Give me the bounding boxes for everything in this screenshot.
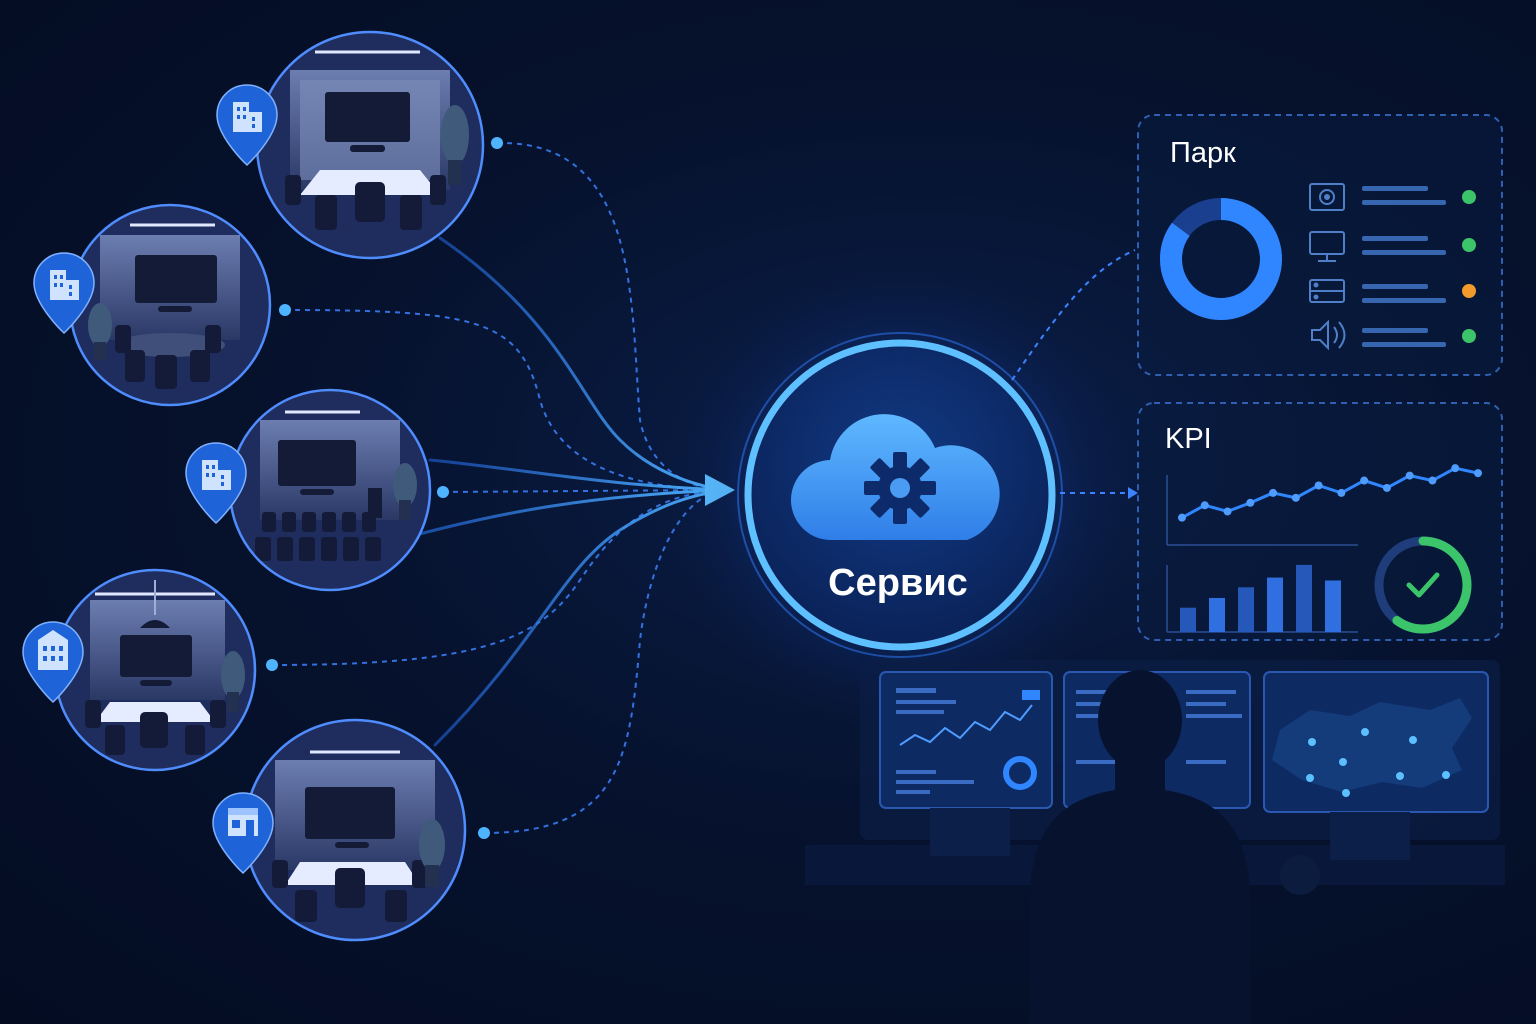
kpi-line-point [1474, 469, 1482, 478]
kpi-bar [1325, 580, 1341, 632]
connector-dots [266, 137, 503, 839]
cloud-gear-icon [790, 414, 1000, 541]
meeting-room-2 [68, 203, 272, 407]
kpi-line-point [1269, 488, 1278, 497]
kpi-line-point [1451, 464, 1460, 473]
kpi-line-point [1223, 507, 1232, 516]
kpi-bar [1267, 577, 1283, 632]
device-info-bars [1362, 186, 1446, 347]
kpi-line-point [1428, 476, 1437, 485]
analytics-screen [879, 671, 1053, 809]
kpi-line-point [1360, 476, 1369, 485]
speaker-icon [1311, 319, 1346, 351]
map-screen [1263, 671, 1489, 813]
service-label: Сервис [828, 562, 968, 604]
store-front-icon [212, 792, 274, 875]
operator-workstation [805, 660, 1505, 1024]
kpi-line-point [1178, 513, 1186, 522]
office-building-icon [33, 252, 95, 335]
kpi-line-point [1246, 498, 1255, 507]
kpi-line-point [1382, 483, 1391, 492]
kpi-bar [1296, 564, 1312, 632]
meeting-room-5 [243, 718, 467, 942]
kpi-arrow [1128, 487, 1138, 499]
panel-connectors [1011, 249, 1136, 494]
meeting-room-1 [255, 30, 485, 260]
status-dot-ok [1462, 329, 1476, 343]
monitor-icon [1309, 231, 1345, 262]
kpi-line-point [1405, 471, 1414, 480]
service-hub[interactable] [665, 260, 1135, 730]
kpi-line-point [1314, 481, 1323, 490]
operator-silhouette-icon [1030, 670, 1250, 1024]
park-panel-title: Парк [1170, 137, 1236, 169]
meeting-room-4 [53, 568, 257, 772]
checkmark-icon [1406, 572, 1440, 598]
status-dot-ok [1462, 190, 1476, 204]
kpi-panel [1137, 402, 1503, 641]
kpi-bar-series [1180, 564, 1341, 632]
kpi-bar [1209, 597, 1225, 632]
kpi-line-point [1291, 493, 1300, 502]
kpi-line-points [1178, 464, 1482, 522]
kpi-bar [1238, 587, 1254, 632]
park-donut [1160, 198, 1282, 320]
device-status-dots [1462, 190, 1476, 343]
status-dot-ok [1462, 238, 1476, 252]
office-building-icon [216, 84, 278, 167]
server-icon [1309, 279, 1345, 303]
park-panel [1137, 114, 1503, 376]
office-building-icon [185, 442, 247, 525]
camera-icon [1309, 183, 1345, 211]
meeting-room-3 [228, 388, 432, 592]
office-building-icon [22, 621, 84, 704]
kpi-bar [1180, 607, 1196, 632]
kpi-gauge [1374, 536, 1472, 634]
kpi-line-point [1337, 488, 1346, 497]
status-dot-warning [1462, 284, 1476, 298]
kpi-line-point [1200, 501, 1209, 510]
kpi-panel-title: KPI [1165, 423, 1212, 455]
